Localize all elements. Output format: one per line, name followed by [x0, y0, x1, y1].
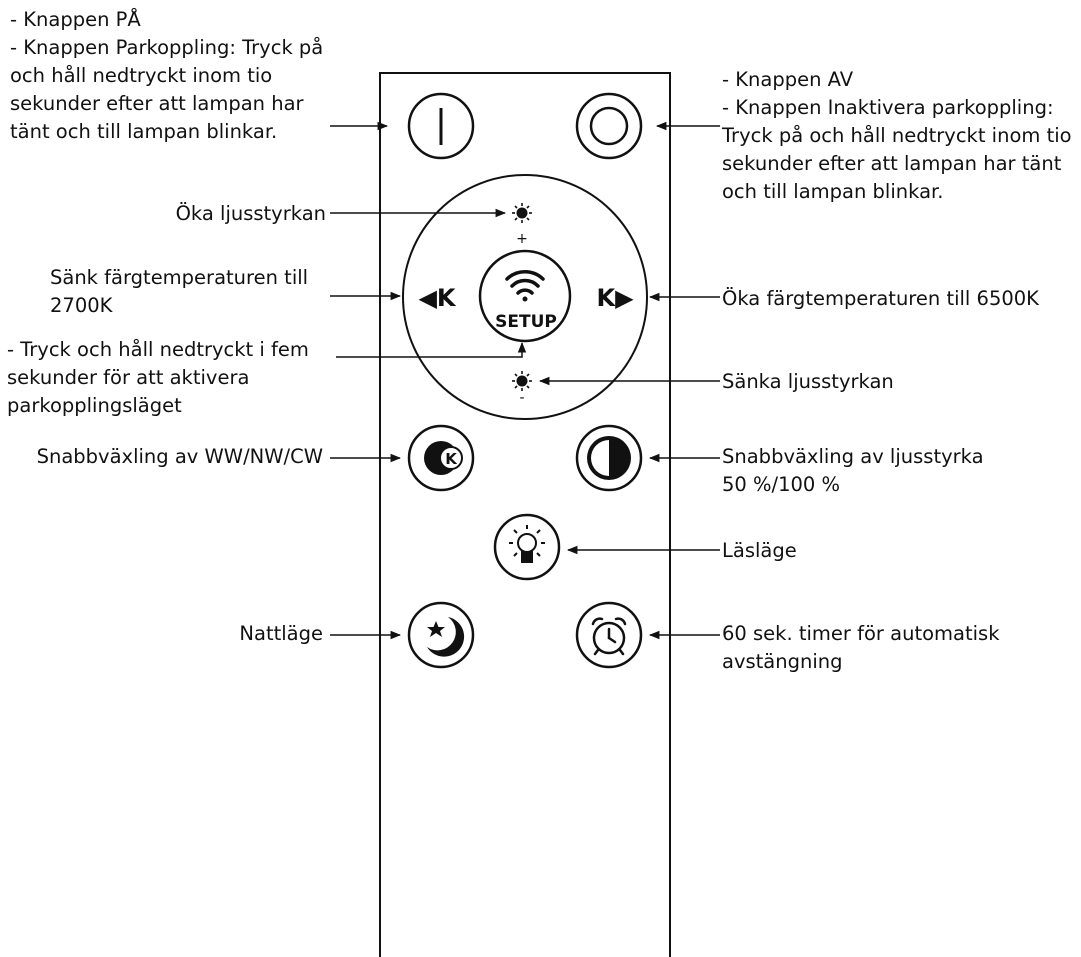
color-temp-down-button[interactable]: ◀K: [418, 284, 456, 312]
reading-mode-button[interactable]: [493, 513, 561, 581]
leader-lines: [330, 121, 720, 640]
color-temp-up-button[interactable]: K▶: [596, 284, 634, 312]
quick-brightness-button[interactable]: [575, 424, 643, 492]
moon-star-icon: [427, 617, 465, 657]
alarm-clock-icon: [591, 617, 627, 656]
brightness-down-button[interactable]: -: [512, 371, 532, 406]
wifi-icon: [505, 270, 545, 302]
label-color-temp-down: Sänk färgtemperaturen till 2700K: [50, 266, 309, 317]
power-off-icon: [589, 106, 629, 146]
setup-button[interactable]: SETUP: [478, 249, 572, 343]
label-color-temp-up: Öka färgtemperaturen till 6500K: [722, 287, 1039, 310]
brightness-up-button[interactable]: +: [512, 203, 532, 247]
sun-icon: [512, 371, 532, 391]
timer-button[interactable]: [575, 601, 643, 669]
label-night-mode: Nattläge: [239, 622, 323, 645]
cct-icon: K: [424, 441, 463, 475]
k-badge: K: [445, 450, 458, 468]
night-mode-button[interactable]: [407, 601, 475, 669]
power-on-button[interactable]: [407, 92, 475, 160]
label-timer: 60 sek. timer för automatisk avstängning: [722, 622, 1000, 673]
label-power-on: - Knappen PÅ - Knappen Parkoppling: Tryc…: [10, 8, 324, 143]
label-reading-mode: Läsläge: [722, 539, 797, 562]
label-brightness-down: Sänka ljusstyrkan: [722, 370, 894, 393]
bulb-icon: [509, 525, 545, 563]
sun-icon: [512, 203, 532, 223]
power-off-button[interactable]: [575, 92, 643, 160]
minus-sign: -: [519, 390, 524, 406]
plus-sign: +: [516, 231, 528, 247]
quick-cct-button[interactable]: K: [407, 424, 475, 492]
label-quick-brightness: Snabbväxling av ljusstyrka 50 %/100 %: [722, 445, 984, 496]
label-quick-cct: Snabbväxling av WW/NW/CW: [36, 445, 323, 468]
label-brightness-up: Öka ljusstyrkan: [175, 202, 326, 225]
label-setup: - Tryck och håll nedtryckt i fem sekunde…: [7, 338, 309, 417]
half-circle-icon: [587, 436, 631, 480]
remote-body: [379, 72, 671, 957]
setup-label: SETUP: [495, 312, 557, 332]
label-power-off: - Knappen AV - Knappen Inaktivera parkop…: [722, 68, 1072, 203]
